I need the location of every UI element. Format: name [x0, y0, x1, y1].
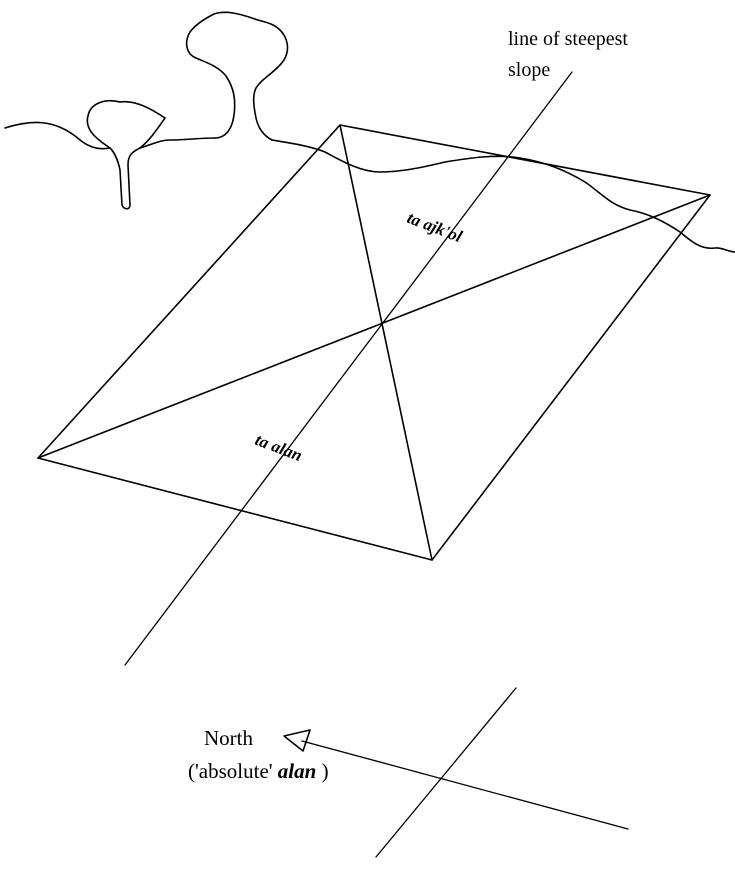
compass-cross-line [376, 688, 516, 857]
absolute-close: ) [316, 759, 328, 783]
absolute-term: alan [278, 759, 317, 783]
ridge-line [272, 140, 735, 252]
absolute-alan-label: ('absolute' alan ) [188, 759, 329, 783]
slope-plane-outline [38, 125, 710, 560]
north-arrowhead [284, 730, 310, 751]
steepest-slope-line [125, 72, 572, 665]
plane-diagonal-a [340, 125, 432, 560]
steepest-slope-label-line2: slope [508, 59, 550, 81]
north-axis-line [302, 741, 628, 829]
right-tree [187, 12, 288, 140]
lower-term-label: ta alan [253, 430, 305, 465]
left-tree [87, 101, 165, 209]
steepest-slope-label-line1: line of steepest [508, 28, 628, 50]
upper-term-label: ta ajk'ol [405, 208, 465, 246]
left-tree-base [140, 138, 215, 148]
absolute-open: ('absolute' [188, 759, 278, 783]
north-label: North [204, 726, 253, 750]
